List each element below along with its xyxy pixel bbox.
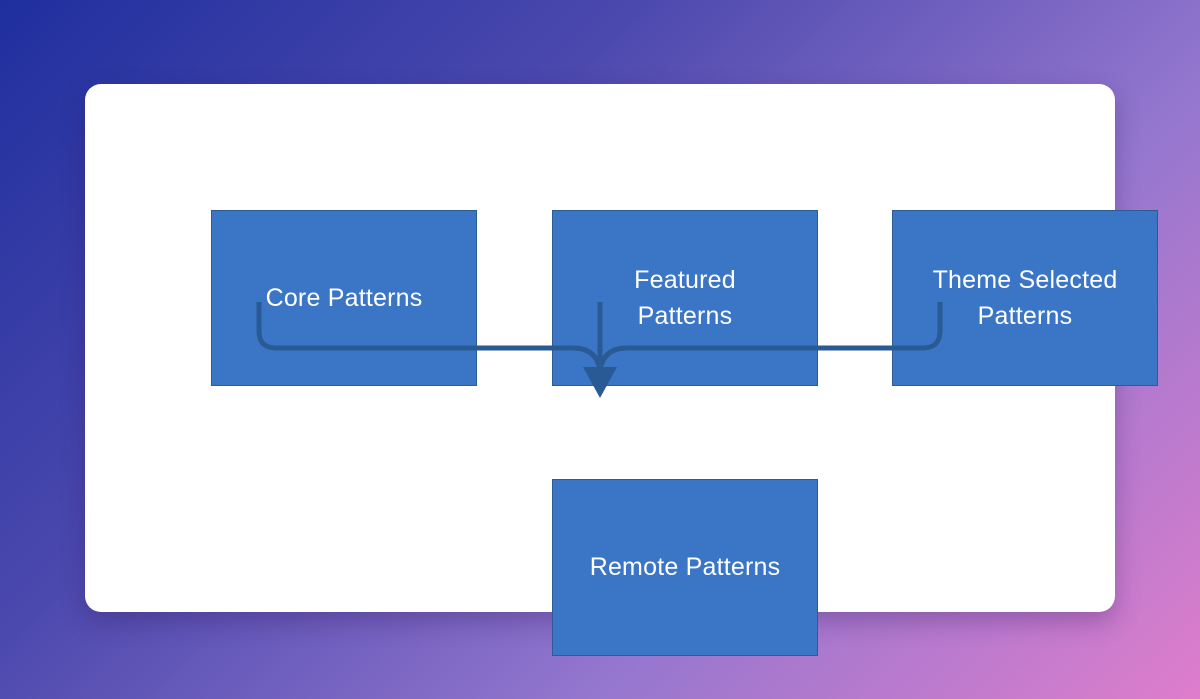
diagram-canvas: Core Patterns Featured Patterns Theme Se… bbox=[85, 84, 1158, 656]
node-featured-patterns: Featured Patterns bbox=[552, 210, 818, 386]
node-label-remote-patterns: Remote Patterns bbox=[589, 553, 781, 582]
node-label-featured-patterns: Featured Patterns bbox=[634, 265, 736, 330]
node-core-patterns: Core Patterns bbox=[211, 210, 477, 386]
node-theme-selected-patterns: Theme Selected Patterns bbox=[892, 210, 1158, 386]
node-label-core-patterns: Core Patterns bbox=[265, 283, 423, 312]
node-remote-patterns: Remote Patterns bbox=[552, 479, 818, 656]
node-label-theme-selected-patterns: Theme Selected Patterns bbox=[932, 265, 1118, 330]
